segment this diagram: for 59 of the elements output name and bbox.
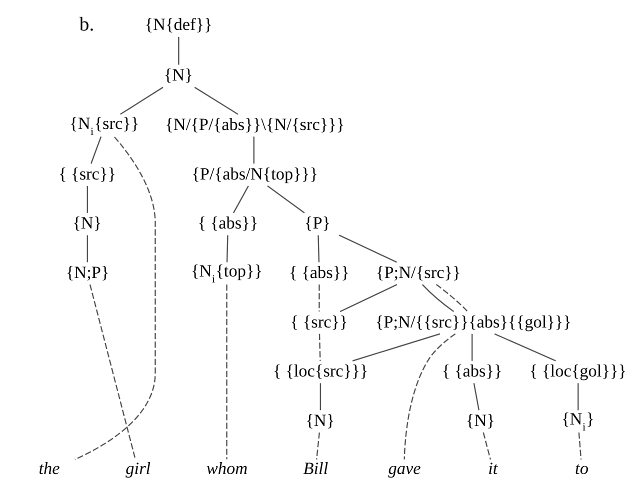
node-text: whom [206,458,248,478]
connector [352,333,440,362]
node-text: {N} [164,66,193,85]
connector [194,86,238,115]
label: b. [79,13,94,36]
connector [338,234,397,263]
node-text: {N} [306,410,335,430]
connector [318,284,320,312]
node-text: {P;N/{src}} [376,262,461,282]
connector [89,284,136,460]
node-text: { {loc{gol}}} [529,362,627,381]
node-text: { {src}} [58,164,116,184]
connector [120,86,164,115]
node-text: girl [126,458,151,478]
node-text: {N$_{i}${src}} [70,114,140,138]
node-text: {N{def}} [144,15,212,34]
node-text: { {abs}} [289,262,350,282]
connector [404,333,456,460]
connector [482,432,492,460]
connector [318,235,320,262]
connector [578,383,579,410]
connector [86,186,88,213]
node-text: {N/{P/{abs}}\{N/{src}}} [165,115,345,134]
connector [253,136,254,164]
connector [232,186,249,214]
node-text: {N;P} [66,262,110,282]
node-text: to [575,458,588,478]
connector [473,383,480,410]
node-text: {N} [72,214,102,233]
connector [226,235,228,262]
node-text: { {abs}} [442,362,502,381]
connector [178,37,180,65]
connector [267,185,305,214]
node-text: {P/{abs/N{top}}} [192,164,318,184]
connector [226,284,228,460]
connector [578,432,582,460]
node-text: {N} [466,410,495,430]
connector [86,235,88,262]
node-text: { {abs}} [198,214,258,233]
connector [422,284,454,312]
node-text: { {loc{src}}} [272,362,368,381]
node-text: it [488,458,498,478]
connector [318,334,321,361]
connector [90,136,102,164]
connector [340,284,398,312]
node-text: Bill [303,458,328,478]
connector [471,334,473,361]
connector [436,284,468,312]
node-text: {P} [304,214,331,233]
connector [320,383,322,410]
node-text: { {src}} [290,312,348,332]
node-text: {N$_{i}$} [561,410,594,434]
connector [494,333,556,362]
node-text: gave [388,458,421,478]
connector [316,432,320,460]
node-text: the [38,458,60,478]
connector [74,136,156,460]
node-text: {P;N/{{src}}{abs}{{gol}}} [375,312,572,332]
node-text: {N$_{i}${top}} [191,262,263,286]
